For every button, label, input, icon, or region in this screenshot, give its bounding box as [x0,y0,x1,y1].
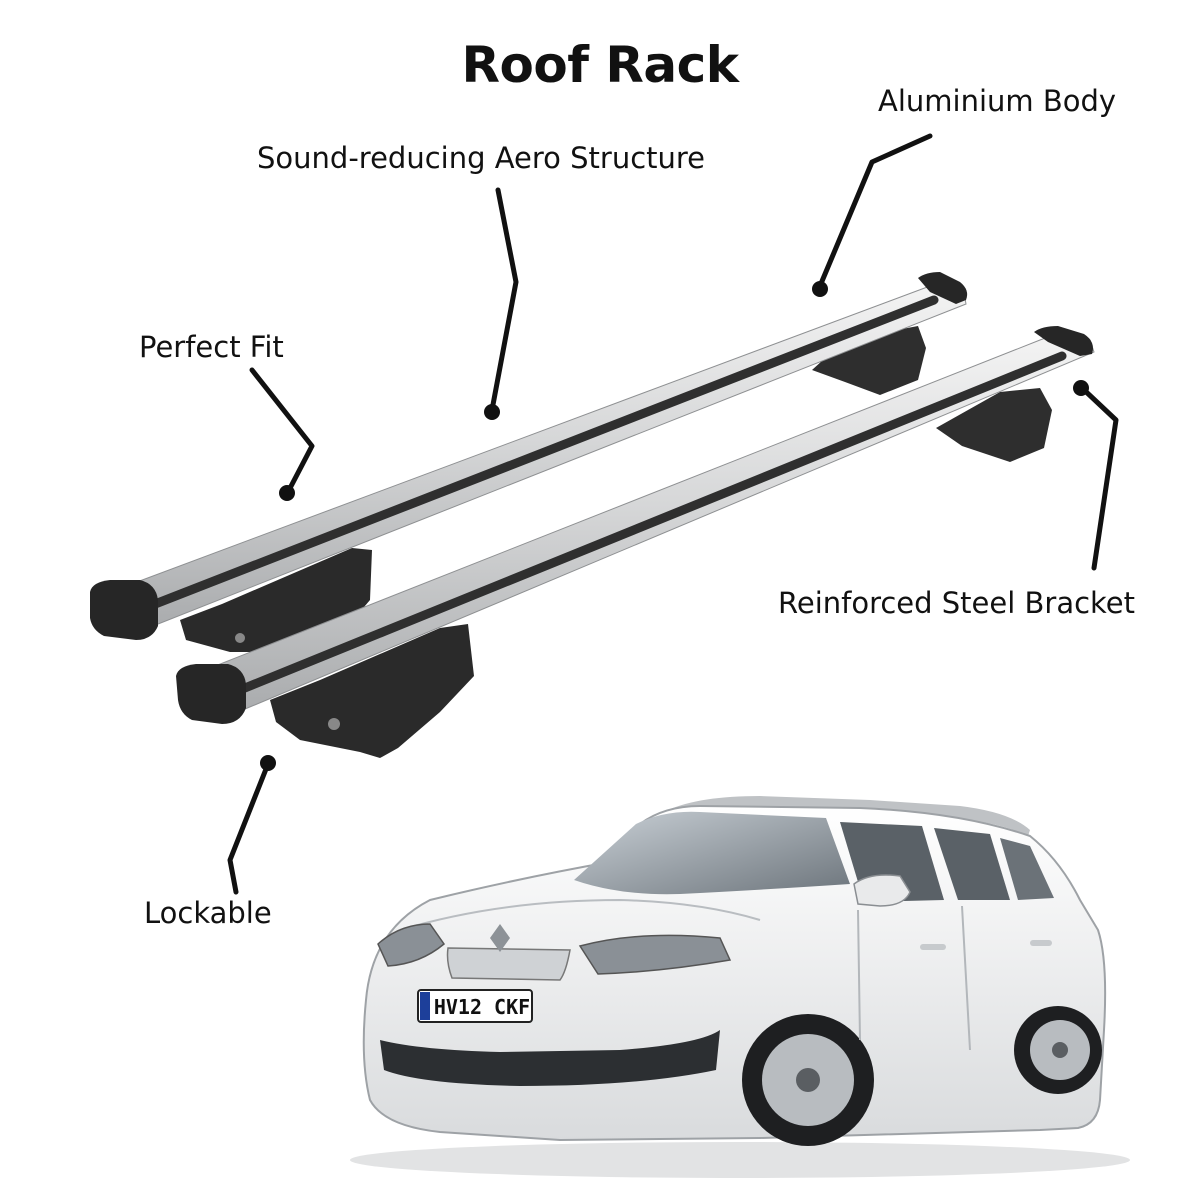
lock-cylinder-icon [235,633,245,643]
dot-lockable [260,755,276,771]
car-front-wheel [742,1014,874,1146]
car-lower-grille [380,1030,720,1086]
callout-lockable: Lockable [144,896,272,930]
rear-bar-right-foot [812,326,926,395]
car-left-headlight [377,923,446,967]
dot-steel-bracket [1073,380,1089,396]
car-right-headlight [578,934,732,975]
dot-aero-structure [484,404,500,420]
car-grille [446,947,571,981]
leader-aero-structure [489,187,519,413]
front-bar-rubber-strip [235,351,1067,695]
car-number-plate: HV12 CKF [417,989,533,1023]
front-bar-left-endcap [176,664,246,724]
car-illustration: HV12 CKF [350,796,1130,1178]
leader-lockable [227,761,271,895]
car-rear-wheel [1014,1006,1102,1094]
front-bar-left-foot [270,624,474,758]
leader-steel-bracket [1079,385,1119,571]
car-side-mirror [853,874,911,907]
front-bar-right-foot [936,388,1052,462]
rear-crossbar [90,272,968,652]
car-quarter-window [1000,838,1054,900]
lock-cylinder-icon [328,718,340,730]
front-crossbar [176,326,1095,758]
rear-bar-right-endcap [918,272,968,304]
callout-perfect-fit: Perfect Fit [139,330,284,364]
car-rear-side-window [934,828,1010,900]
rear-bar-rubber-strip [145,295,939,611]
car-brand-logo [490,924,510,952]
front-bar-right-endcap [1034,326,1093,356]
dot-aluminium-body [812,281,828,297]
callout-steel-bracket: Reinforced Steel Bracket [778,586,1136,620]
leader-aluminium-body [817,133,933,289]
car-plate-text: HV12 CKF [434,995,530,1019]
leader-perfect-fit [249,367,315,495]
diagram-title: Roof Rack [461,36,740,94]
callout-aluminium-body: Aluminium Body [878,84,1117,118]
dot-perfect-fit [279,485,295,501]
rear-bar-left-endcap [90,580,158,640]
car-windscreen [574,811,850,895]
callout-aero-structure: Sound-reducing Aero Structure [257,141,706,175]
